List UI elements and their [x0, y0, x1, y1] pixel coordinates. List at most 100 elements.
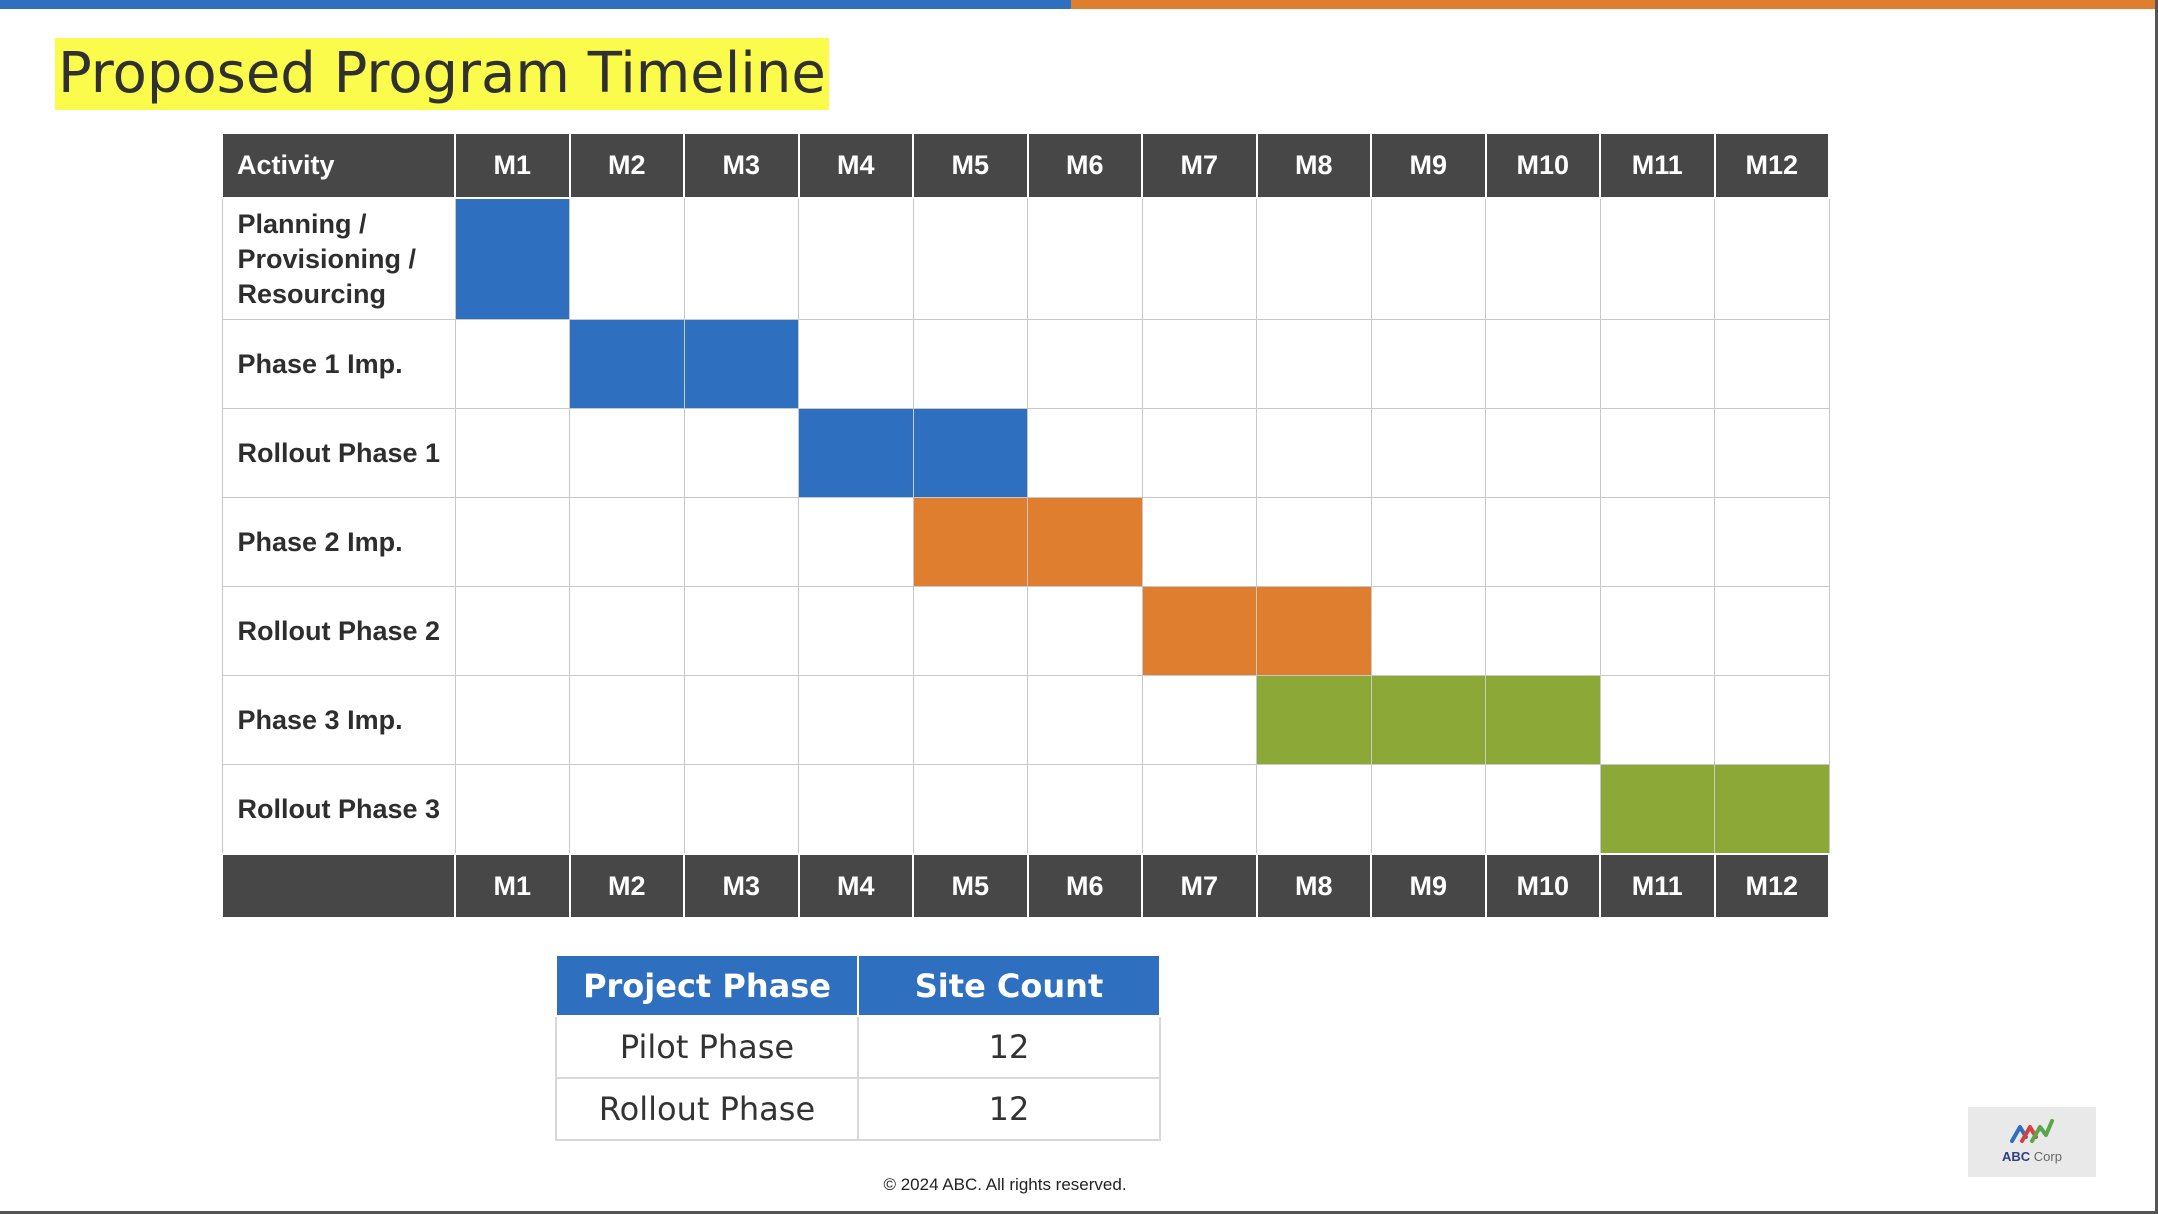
empty-month-cell — [1027, 764, 1143, 855]
empty-month-cell — [454, 764, 570, 855]
site-count-header: Site Count — [857, 954, 1161, 1017]
month-header: M10 — [1484, 132, 1601, 199]
empty-month-cell — [1027, 319, 1143, 409]
empty-month-cell — [1370, 197, 1486, 320]
month-header: M6 — [1026, 132, 1143, 199]
empty-month-cell — [912, 586, 1028, 676]
phase-name-cell: Pilot Phase — [555, 1015, 859, 1079]
month-footer: M6 — [1026, 853, 1143, 919]
logo-brand: ABC — [2002, 1149, 2031, 1164]
project-phase-header: Project Phase — [555, 954, 859, 1017]
empty-month-cell — [1027, 408, 1143, 498]
empty-month-cell — [1370, 319, 1486, 409]
empty-month-cell — [1370, 497, 1486, 587]
page-title: Proposed Program Timeline — [55, 38, 829, 110]
month-footer: M11 — [1599, 853, 1716, 919]
empty-month-cell — [1599, 408, 1715, 498]
empty-month-cell — [798, 586, 914, 676]
timeline-row: Phase 2 Imp. — [221, 497, 1830, 587]
month-header: M3 — [683, 132, 800, 199]
gantt-bar-segment — [912, 497, 1028, 587]
empty-month-cell — [912, 675, 1028, 765]
site-table-header-row: Project Phase Site Count — [555, 954, 1161, 1017]
empty-month-cell — [1599, 497, 1715, 587]
gantt-bar-segment — [798, 408, 914, 498]
activity-label: Phase 1 Imp. — [221, 319, 456, 409]
empty-month-cell — [1256, 497, 1372, 587]
empty-month-cell — [1485, 497, 1601, 587]
empty-month-cell — [912, 197, 1028, 320]
gantt-bar-segment — [454, 197, 570, 320]
empty-month-cell — [683, 586, 799, 676]
month-header: M11 — [1599, 132, 1716, 199]
table-row: Pilot Phase 12 — [555, 1015, 1161, 1079]
empty-month-cell — [1714, 675, 1830, 765]
top-accent-bar-orange — [1071, 0, 2158, 9]
empty-month-cell — [454, 408, 570, 498]
gantt-bar-segment — [1256, 586, 1372, 676]
empty-month-cell — [798, 764, 914, 855]
timeline-row: Rollout Phase 3 — [221, 764, 1830, 855]
empty-month-cell — [1714, 497, 1830, 587]
activity-column-header: Activity — [221, 132, 456, 199]
empty-month-cell — [1141, 497, 1257, 587]
empty-month-cell — [1141, 197, 1257, 320]
timeline-row: Phase 3 Imp. — [221, 675, 1830, 765]
empty-month-cell — [798, 319, 914, 409]
month-footer: M12 — [1713, 853, 1830, 919]
empty-month-cell — [683, 497, 799, 587]
empty-month-cell — [1599, 197, 1715, 320]
empty-month-cell — [454, 497, 570, 587]
logo-suffix: Corp — [2033, 1149, 2062, 1164]
empty-month-cell — [569, 586, 685, 676]
month-header: M5 — [912, 132, 1029, 199]
empty-month-cell — [1141, 319, 1257, 409]
empty-month-cell — [1256, 764, 1372, 855]
timeline-row: Phase 1 Imp. — [221, 319, 1830, 409]
empty-month-cell — [798, 675, 914, 765]
empty-month-cell — [1485, 319, 1601, 409]
footer-blank-cell — [221, 853, 456, 919]
empty-month-cell — [1027, 675, 1143, 765]
empty-month-cell — [683, 764, 799, 855]
month-header: M1 — [454, 132, 571, 199]
gantt-bar-segment — [912, 408, 1028, 498]
month-footer: M7 — [1141, 853, 1258, 919]
top-accent-bar-blue — [0, 0, 1071, 9]
activity-label: Phase 2 Imp. — [221, 497, 456, 587]
empty-month-cell — [912, 764, 1028, 855]
activity-label: Phase 3 Imp. — [221, 675, 456, 765]
month-footer: M9 — [1370, 853, 1487, 919]
month-footer: M4 — [797, 853, 914, 919]
empty-month-cell — [683, 675, 799, 765]
empty-month-cell — [1714, 586, 1830, 676]
empty-month-cell — [1027, 586, 1143, 676]
empty-month-cell — [1141, 408, 1257, 498]
empty-month-cell — [1485, 586, 1601, 676]
month-footer: M5 — [912, 853, 1029, 919]
month-footer: M10 — [1484, 853, 1601, 919]
empty-month-cell — [1141, 764, 1257, 855]
empty-month-cell — [569, 497, 685, 587]
empty-month-cell — [1027, 197, 1143, 320]
timeline-table: Activity M1 M2 M3 M4 M5 M6 M7 M8 M9 M10 … — [221, 132, 1830, 919]
empty-month-cell — [912, 319, 1028, 409]
copyright-notice: © 2024 ABC. All rights reserved. — [883, 1175, 1127, 1194]
month-header: M8 — [1255, 132, 1372, 199]
empty-month-cell — [1256, 319, 1372, 409]
empty-month-cell — [454, 319, 570, 409]
empty-month-cell — [683, 197, 799, 320]
month-header: M12 — [1713, 132, 1830, 199]
empty-month-cell — [569, 675, 685, 765]
empty-month-cell — [1599, 586, 1715, 676]
gantt-bar-segment — [683, 319, 799, 409]
empty-month-cell — [1485, 197, 1601, 320]
empty-month-cell — [1370, 408, 1486, 498]
empty-month-cell — [1485, 408, 1601, 498]
gantt-bar-segment — [1256, 675, 1372, 765]
month-header: M7 — [1141, 132, 1258, 199]
table-row: Rollout Phase 12 — [555, 1077, 1161, 1141]
empty-month-cell — [798, 197, 914, 320]
empty-month-cell — [454, 675, 570, 765]
timeline-row: Rollout Phase 1 — [221, 408, 1830, 498]
